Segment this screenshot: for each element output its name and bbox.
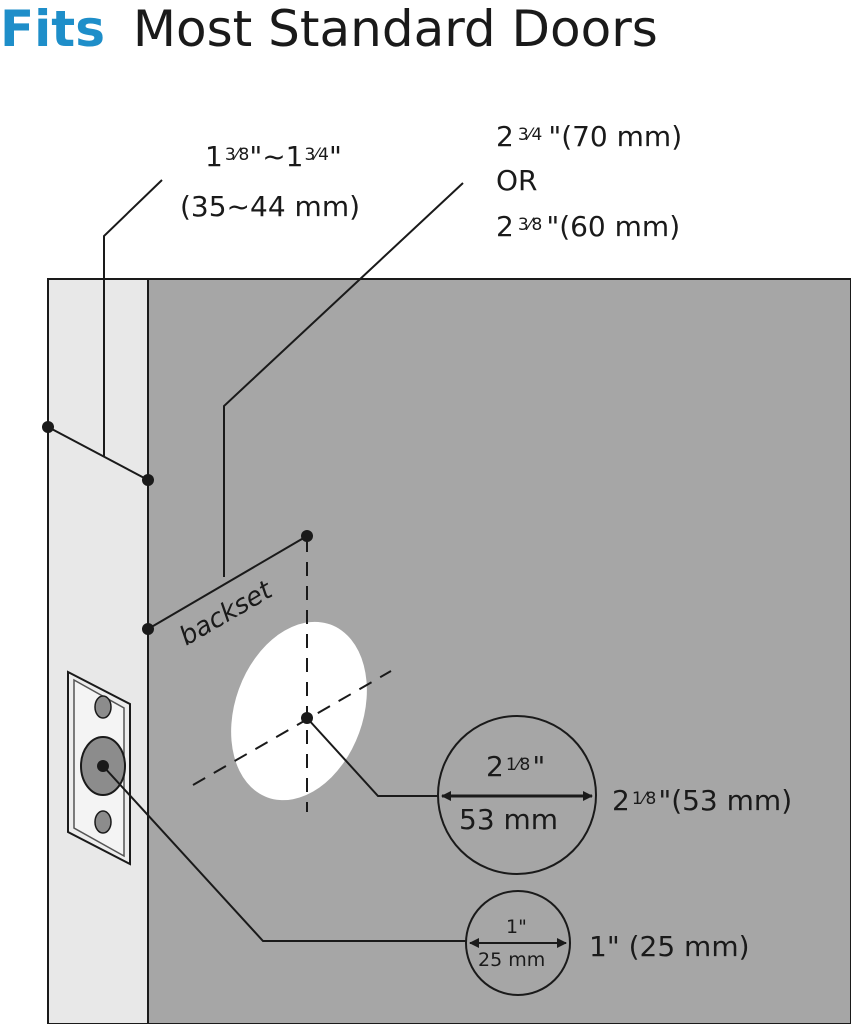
bore-leader: [301, 712, 438, 797]
bore-mm-label: 53 mm: [459, 803, 558, 836]
backset-leader: [142, 182, 464, 635]
title-accent: Fits: [0, 0, 105, 58]
thickness-leader: [42, 179, 163, 486]
screw-hole-bottom: [94, 810, 112, 834]
latch-leader: [97, 760, 467, 942]
screw-hole-top: [94, 695, 112, 719]
page-title: Fits Most Standard Doors: [0, 0, 658, 58]
door-edge: [47, 278, 149, 1024]
bore-hole: [231, 621, 367, 801]
latch-mm-label: 25 mm: [478, 949, 545, 971]
latch-inch-label: 1": [506, 916, 527, 938]
thickness-metric-label: (35~44 mm): [180, 190, 360, 223]
title-rest: Most Standard Doors: [133, 0, 658, 58]
latch-callout-label: 1" (25 mm): [589, 930, 750, 963]
backset-or: OR: [496, 164, 538, 197]
